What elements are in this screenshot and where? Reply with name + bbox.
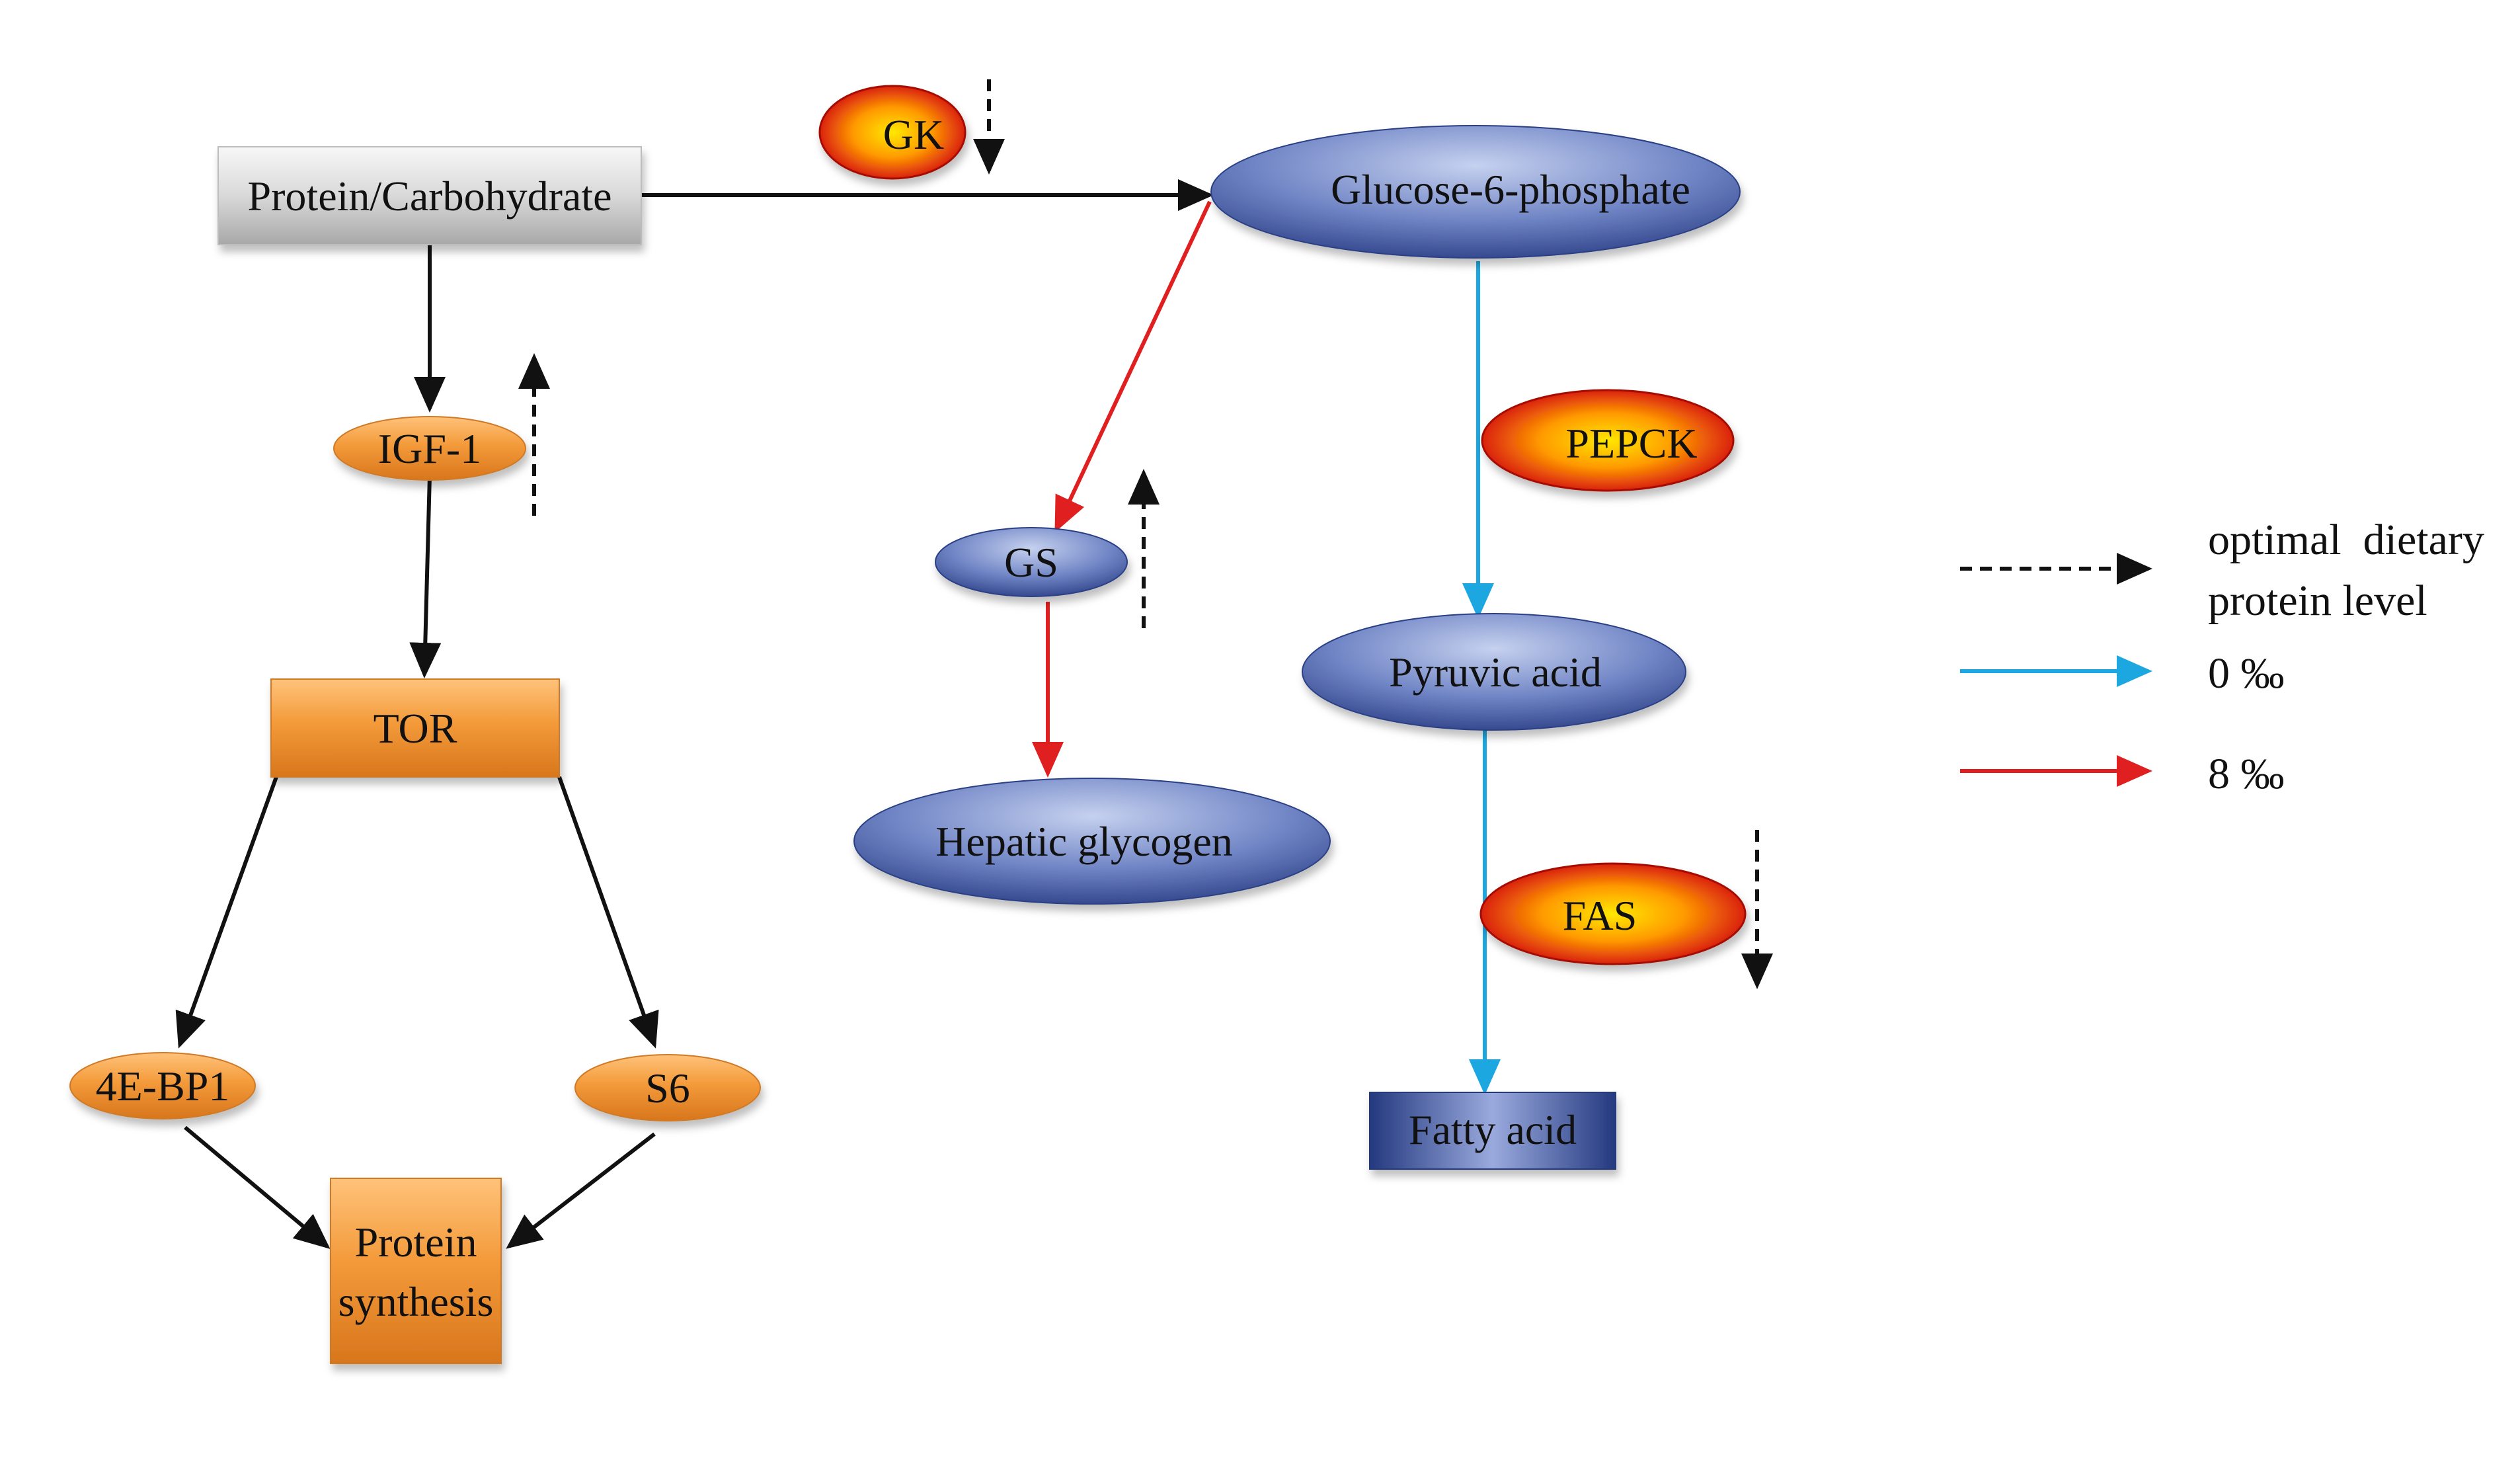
node-protein-carbohydrate-label: Protein/Carbohydrate [248,173,612,220]
legend-dashed-label-2: protein level [2208,577,2427,625]
legend-blue-label: 0 ‰ [2208,649,2285,698]
arrow-tor-to-4ebp1 [175,776,278,1049]
arrow-tor-to-s6 [557,776,659,1049]
node-protein-synthesis-label-1: Protein [355,1219,477,1266]
node-protein-synthesis-label-2: synthesis [338,1278,494,1325]
legend-dashed-label-1: optimal dietary [2208,516,2484,564]
node-glucose-6-phosphate: Glucose-6-phosphate [1210,125,1741,259]
node-4ebp1-label: 4E-BP1 [96,1063,230,1110]
enzyme-fas-label: FAS [1563,892,1637,939]
enzyme-pepck: PEPCK [1481,389,1735,492]
node-igf1: IGF-1 [333,416,526,481]
legend: optimal dietary protein level 0 ‰ 8 ‰ [1960,516,2484,798]
node-s6-label: S6 [645,1065,690,1112]
enzyme-gk-label: GK [883,111,944,158]
node-gs-label: GS [1004,539,1058,586]
legend-red-label: 8 ‰ [2208,750,2285,798]
arrow-igf1-to-tor [409,475,442,678]
enzyme-fas: FAS [1479,862,1747,965]
enzyme-gk: GK [818,85,966,180]
node-glucose-6-phosphate-label: Glucose-6-phosphate [1331,166,1690,213]
node-4ebp1: 4E-BP1 [69,1052,256,1119]
node-fatty-acid-label: Fatty acid [1409,1106,1577,1153]
node-pyruvic-acid: Pyruvic acid [1302,613,1686,731]
node-hepatic-glycogen-label: Hepatic glycogen [935,818,1233,865]
node-tor: TOR [270,678,560,778]
node-pyruvic-acid-label: Pyruvic acid [1389,649,1602,696]
node-s6: S6 [574,1054,761,1121]
node-protein-carbohydrate: Protein/Carbohydrate [217,146,642,245]
arrow-4ebp1-to-protein-synthesis [184,1125,331,1249]
node-gs: GS [935,527,1128,597]
node-tor-label: TOR [374,705,457,752]
node-fatty-acid: Fatty acid [1369,1092,1616,1170]
arrow-s6-to-protein-synthesis [506,1132,656,1249]
arrow-g6p-to-gs [1054,200,1212,533]
node-igf1-label: IGF-1 [378,425,481,472]
enzyme-pepck-label: PEPCK [1565,420,1697,467]
node-protein-synthesis: Protein synthesis [330,1178,502,1364]
node-hepatic-glycogen: Hepatic glycogen [853,778,1331,905]
